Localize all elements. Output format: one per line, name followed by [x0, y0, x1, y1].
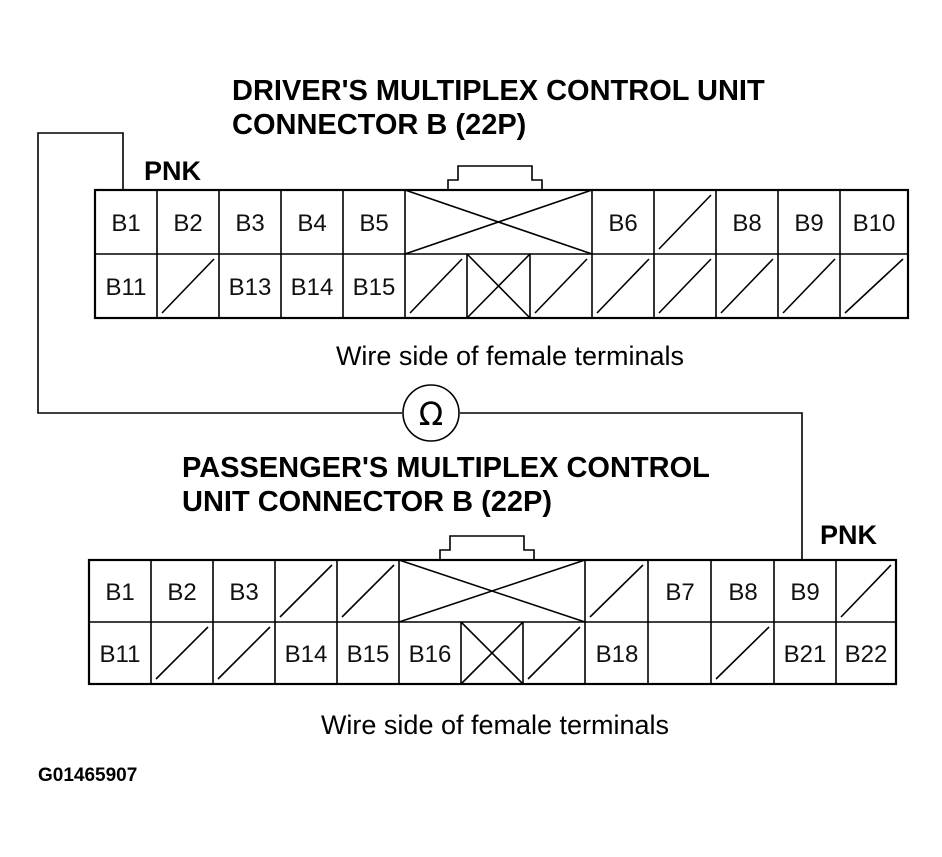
passenger-terminal-label: B14: [285, 641, 328, 668]
passenger-terminal-label: B3: [229, 579, 258, 606]
driver-terminal-label: B13: [229, 274, 272, 301]
driver-terminal-label: B14: [291, 274, 334, 301]
driver-terminal-label: B10: [853, 210, 896, 237]
passenger-connector-body: B1 B2 B3 B7 B8 B9 B11 B14 B15 B16 B18 B2…: [87, 535, 898, 686]
passenger-test-lead: [460, 412, 803, 560]
driver-terminal-label: B15: [353, 274, 396, 301]
passenger-terminal-label: B2: [167, 579, 196, 606]
passenger-terminal-label: B22: [845, 641, 888, 668]
passenger-wire-color-label: PNK: [820, 520, 878, 550]
passenger-terminal-label: B15: [347, 641, 390, 668]
figure-id: G01465907: [38, 765, 137, 786]
passenger-terminal-label: B7: [665, 579, 694, 606]
passenger-connector-lock-tab: [439, 535, 535, 560]
driver-wire-color-label: PNK: [144, 156, 202, 186]
passenger-connector-title-line1: PASSENGER'S MULTIPLEX CONTROL: [182, 452, 710, 484]
driver-test-lead: [37, 132, 402, 414]
driver-terminal-label: B2: [173, 210, 202, 237]
driver-terminal-label: B8: [732, 210, 761, 237]
ohmmeter-icon: [402, 384, 460, 442]
passenger-terminal-label: B16: [409, 641, 452, 668]
ohmmeter-test-wiring: Ω: [37, 132, 803, 560]
driver-connector-body: B1 B2 B3 B4 B5 B6 B8 B9 B10 B11 B13 B14 …: [93, 165, 910, 320]
driver-connector-caption: Wire side of female terminals: [336, 341, 684, 371]
driver-empty-cavity-b7: [658, 194, 712, 250]
driver-empty-cavity-b12: [161, 258, 215, 314]
passenger-terminal-label: B9: [790, 579, 819, 606]
driver-terminal-label: B9: [794, 210, 823, 237]
driver-terminal-label: B6: [608, 210, 637, 237]
passenger-terminal-label: B1: [105, 579, 134, 606]
driver-terminal-label: B1: [111, 210, 140, 237]
driver-connector-title-line1: DRIVER'S MULTIPLEX CONTROL UNIT: [232, 75, 765, 107]
driver-terminal-label: B5: [359, 210, 388, 237]
driver-connector-title-line2: CONNECTOR B (22P): [232, 109, 526, 141]
passenger-terminal-label: B21: [784, 641, 827, 668]
driver-terminal-label: B11: [106, 274, 147, 301]
ohm-symbol: Ω: [419, 395, 443, 433]
driver-connector-lock-tab: [447, 165, 543, 190]
driver-terminal-label: B4: [297, 210, 326, 237]
passenger-terminal-label: B18: [596, 641, 639, 668]
driver-terminal-label: B3: [235, 210, 264, 237]
passenger-terminal-label: B8: [728, 579, 757, 606]
passenger-terminal-label: B11: [100, 641, 141, 668]
passenger-connector-title-line2: UNIT CONNECTOR B (22P): [182, 486, 552, 518]
passenger-connector-caption: Wire side of female terminals: [321, 710, 669, 740]
